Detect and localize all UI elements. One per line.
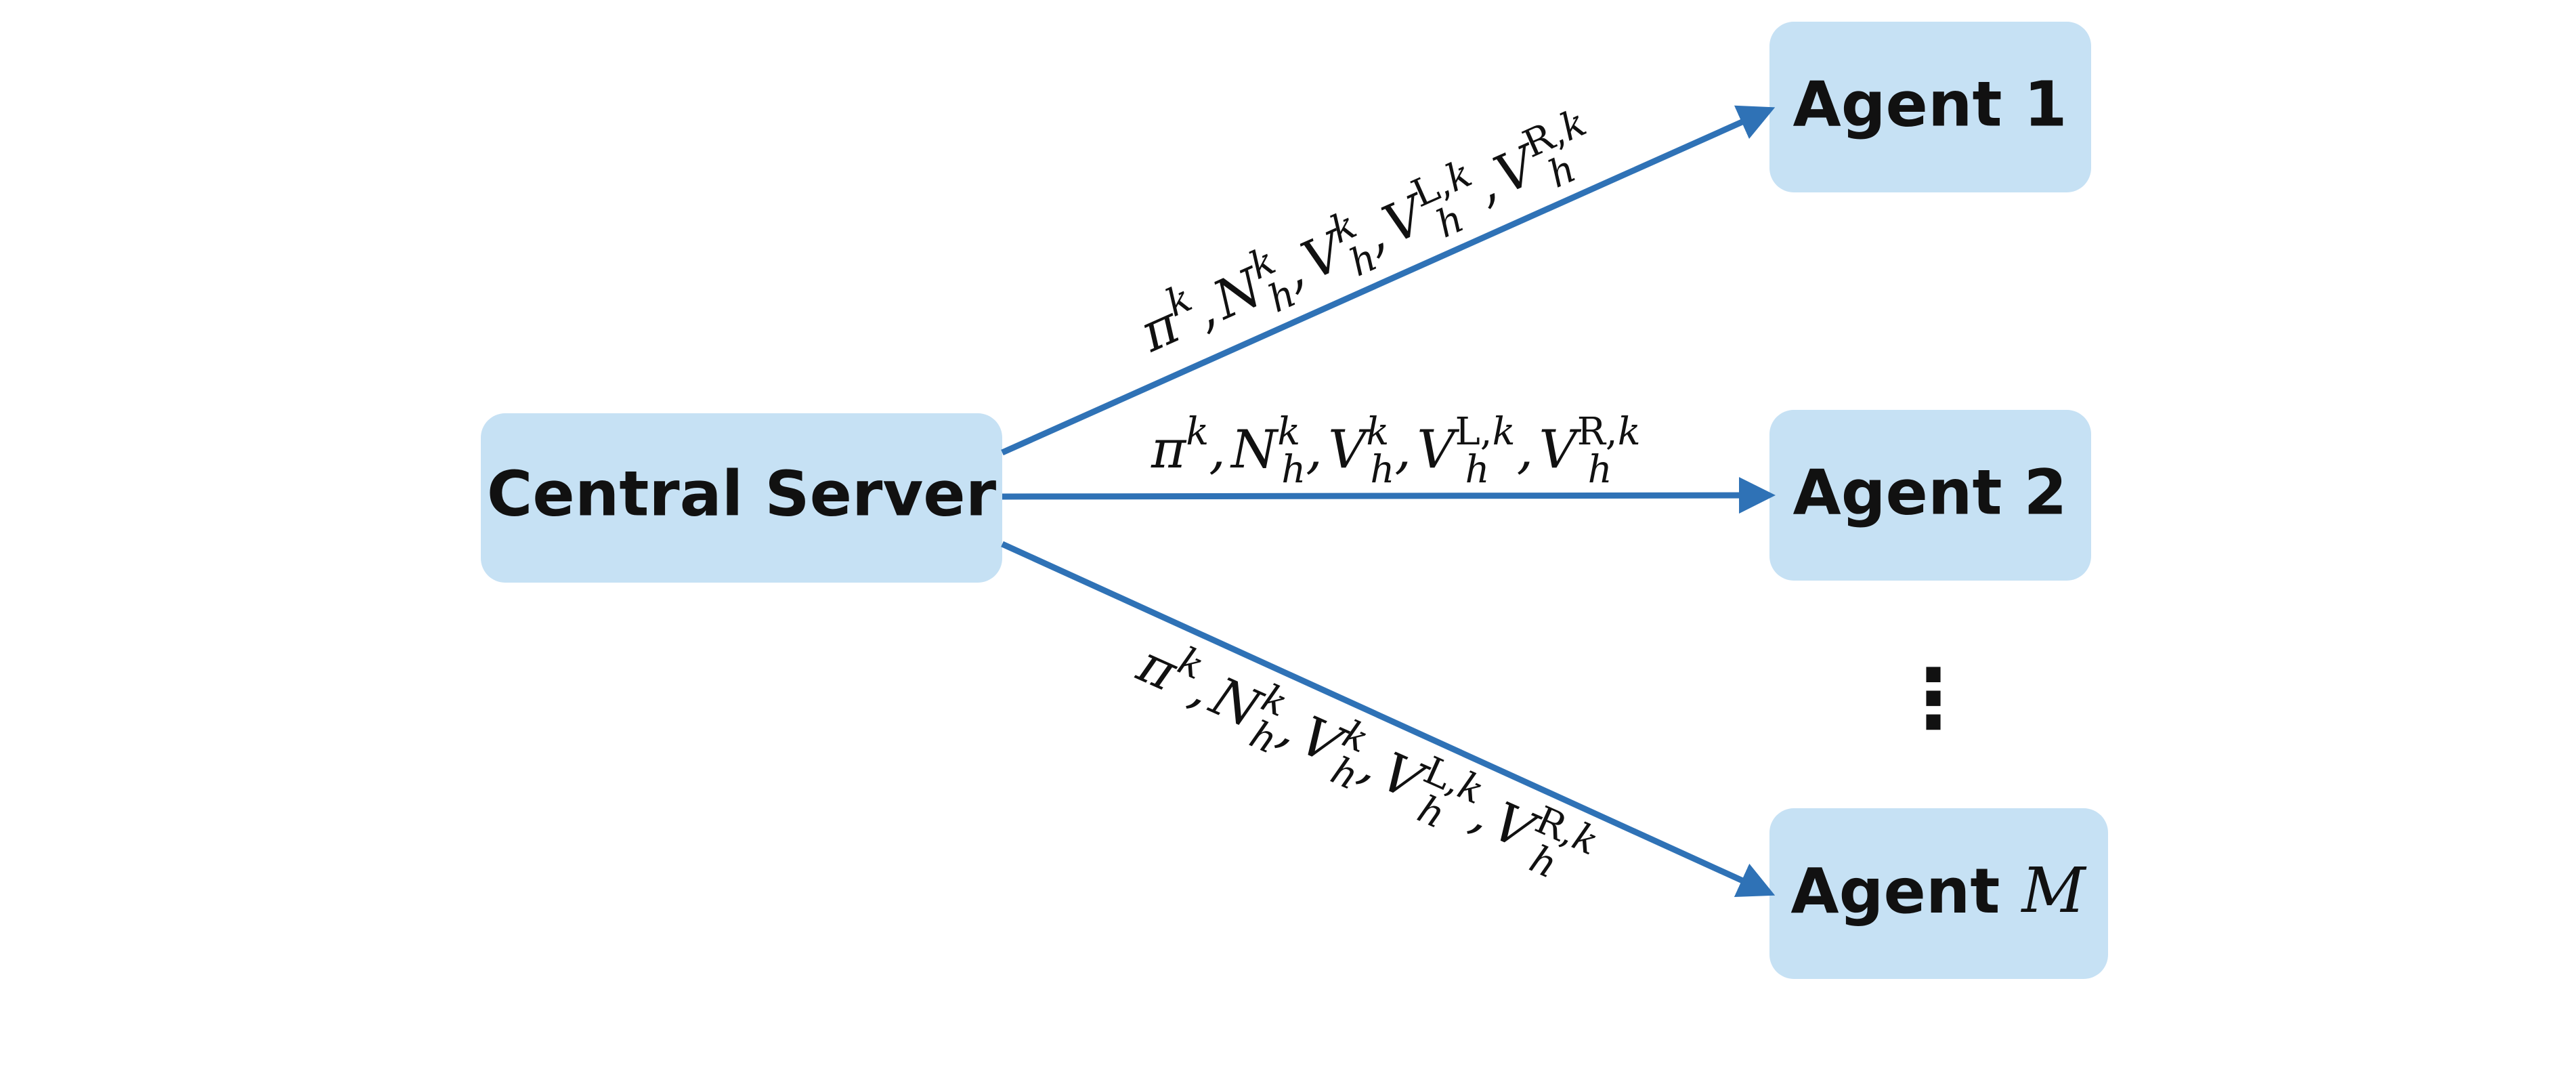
node-central-server: Central Server [481,413,1002,583]
node-agent-m-label: Agent M [1790,854,2087,928]
node-agent-2-label: Agent 2 [1793,456,2067,528]
node-central-server-label: Central Server [487,457,997,530]
node-agent-1-label: Agent 1 [1793,68,2067,140]
edge-label-agent-1 [1127,100,1608,375]
edge-server-to-agent-1 [1001,105,1776,456]
agents-ellipsis: ⋮ [1893,652,1974,747]
edge-label-agent-2 [1151,410,1641,492]
node-agent-1: Agent 1 [1769,22,2091,192]
edge-server-to-agent-m [1001,541,1776,897]
node-central-server-box [481,413,1002,583]
node-agent-2: Agent 2 [1769,410,2091,581]
edge-label-agent-m [1123,624,1605,899]
edge-server-to-agent-2 [1002,477,1776,514]
node-agent-m: Agent M [1769,808,2108,979]
node-agent-m-box [1769,808,2108,979]
node-agent-2-box [1769,410,2091,581]
node-agent-1-box [1769,22,2091,192]
